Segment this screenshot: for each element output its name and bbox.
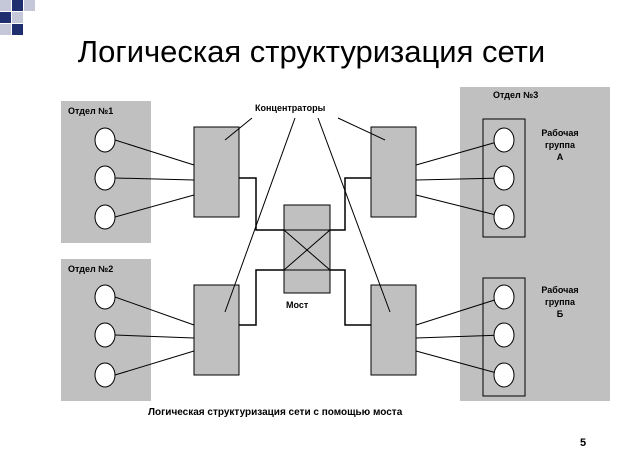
host-icon — [493, 127, 515, 153]
group-b-label-1: Рабочая — [541, 285, 578, 295]
dept3-label: Отдел №3 — [493, 90, 538, 100]
host-icon — [493, 362, 515, 388]
group-b-frame — [482, 277, 526, 397]
group-a-label-2: группа — [545, 140, 576, 150]
host-icon — [94, 284, 116, 310]
host-wires — [114, 139, 505, 376]
bridge-label: Мост — [286, 300, 309, 310]
dept1-label: Отдел №1 — [68, 106, 113, 116]
host-icon — [493, 204, 515, 230]
host-icon — [493, 165, 515, 191]
host-icon — [493, 322, 515, 348]
bridge-wires — [239, 177, 371, 326]
host-icon — [493, 284, 515, 310]
dept2-label: Отдел №2 — [68, 264, 113, 274]
host-icon — [94, 127, 116, 153]
hub-top-right — [370, 126, 417, 218]
slide-title: Логическая структуризация сети — [77, 34, 546, 69]
group-b-label-2: группа — [545, 297, 576, 307]
diagram-caption: Логическая структуризация сети с помощью… — [148, 407, 403, 418]
hosts — [94, 127, 515, 388]
host-icon — [94, 362, 116, 388]
page-number: 5 — [580, 437, 587, 449]
host-icon — [94, 204, 116, 230]
group-a-label-3: А — [557, 152, 564, 162]
hub-bottom-left — [193, 284, 240, 376]
hub-bottom-right — [370, 284, 417, 376]
dept3-area — [460, 87, 610, 401]
hub-top-left — [193, 126, 240, 218]
host-icon — [94, 165, 116, 191]
group-b-label-3: Б — [557, 309, 564, 319]
bridge — [283, 204, 331, 294]
corner-decoration — [0, 0, 35, 35]
hub-callout-lines — [224, 117, 391, 313]
group-a-label-1: Рабочая — [541, 128, 578, 138]
hubs-label: Концентраторы — [255, 103, 326, 113]
host-icon — [94, 322, 116, 348]
